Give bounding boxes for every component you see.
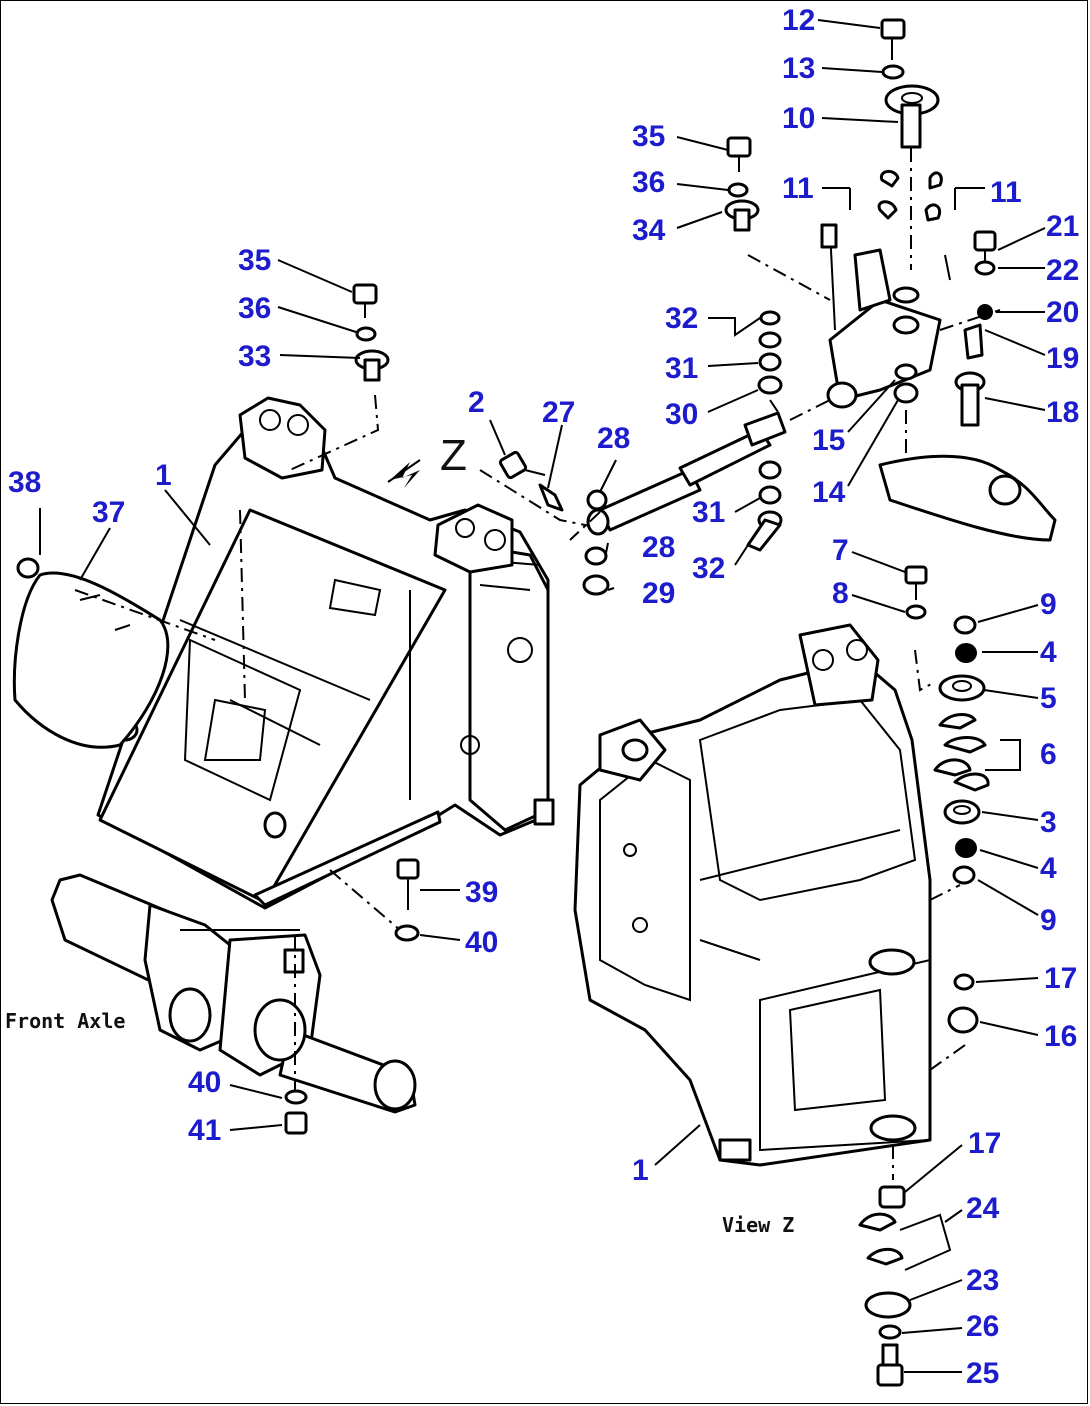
callout-20: 20 (1046, 296, 1079, 329)
callout-41: 41 (188, 1114, 221, 1147)
front-frame-illustration (96, 394, 601, 931)
callout-26: 26 (966, 1310, 999, 1343)
callout-36: 36 (238, 292, 271, 325)
callout-27: 27 (542, 396, 575, 429)
callout-31: 31 (665, 352, 698, 385)
rear-frame-upper-hinge-illustration (820, 223, 1057, 542)
callout-15: 15 (812, 424, 845, 457)
callout-2: 2 (468, 386, 485, 419)
callout-21: 21 (1046, 210, 1079, 243)
callout-1: 1 (632, 1154, 649, 1187)
steering-cylinder-illustration (569, 310, 831, 596)
callout-32: 32 (692, 552, 725, 585)
callout-30: 30 (665, 398, 698, 431)
callout-36: 36 (632, 166, 665, 199)
callout-18: 18 (1046, 396, 1079, 429)
callout-37: 37 (92, 496, 125, 529)
callout-3: 3 (1040, 806, 1057, 839)
callout-19: 19 (1046, 342, 1079, 375)
view-z-arrow (387, 459, 421, 488)
front-axle-illustration (50, 873, 417, 1114)
callout-28: 28 (642, 531, 675, 564)
callout-25: 25 (966, 1357, 999, 1390)
callout-28: 28 (597, 422, 630, 455)
callout-12: 12 (782, 4, 815, 37)
bearing-parts-3-9-illustration (904, 565, 1021, 885)
callout-9: 9 (1040, 588, 1057, 621)
callout-34: 34 (632, 214, 666, 247)
callout-6: 6 (1040, 738, 1057, 771)
callout-7: 7 (832, 534, 849, 567)
center-pin-top-illustration (849, 18, 956, 270)
callout-4: 4 (1040, 636, 1057, 669)
callout-4: 4 (1040, 852, 1057, 885)
callout-23: 23 (966, 1264, 999, 1297)
leader-lines (39, 19, 1046, 1373)
bolt-2-27-illustration (498, 450, 564, 512)
callout-22: 22 (1046, 254, 1079, 287)
callout-38: 38 (8, 466, 41, 499)
callout-8: 8 (832, 577, 849, 610)
callout-35: 35 (632, 120, 665, 153)
view-z-label: View Z (722, 1213, 794, 1237)
callout-31: 31 (692, 496, 725, 529)
callout-11: 11 (782, 172, 814, 205)
axle-mount-bolt-illustration (284, 858, 420, 1135)
rear-frame-view-z-illustration (573, 623, 966, 1167)
callout-1: 1 (155, 459, 172, 492)
callout-5: 5 (1040, 682, 1057, 715)
callout-35: 35 (238, 244, 271, 277)
cover-plate-illustration (12, 557, 216, 749)
callout-11: 11 (990, 176, 1022, 209)
callout-17: 17 (968, 1127, 1001, 1160)
bushing-16-17-illustration (947, 973, 979, 1034)
callout-39: 39 (465, 876, 498, 909)
bolt-washer-right-illustration (724, 136, 831, 301)
pin-18-22-illustration (954, 230, 997, 427)
callout-numbers: 1 1 2 3 4 4 5 6 7 8 9 9 10 11 11 12 13 1… (8, 4, 1079, 1390)
z-view-marker: Z (440, 431, 467, 480)
callout-40: 40 (188, 1066, 221, 1099)
callout-16: 16 (1044, 1020, 1077, 1053)
bolt-washer-left-illustration (352, 283, 390, 382)
callout-29: 29 (642, 577, 675, 610)
callout-32: 32 (665, 302, 698, 335)
front-axle-label: Front Axle (5, 1009, 125, 1033)
callout-13: 13 (782, 52, 815, 85)
callout-10: 10 (782, 102, 815, 135)
lower-pin-stack-illustration (858, 1145, 952, 1387)
callout-9: 9 (1040, 904, 1057, 937)
callout-33: 33 (238, 340, 271, 373)
callout-14: 14 (812, 476, 846, 509)
callout-24: 24 (966, 1192, 1000, 1225)
callout-17: 17 (1044, 962, 1077, 995)
callout-40: 40 (465, 926, 498, 959)
